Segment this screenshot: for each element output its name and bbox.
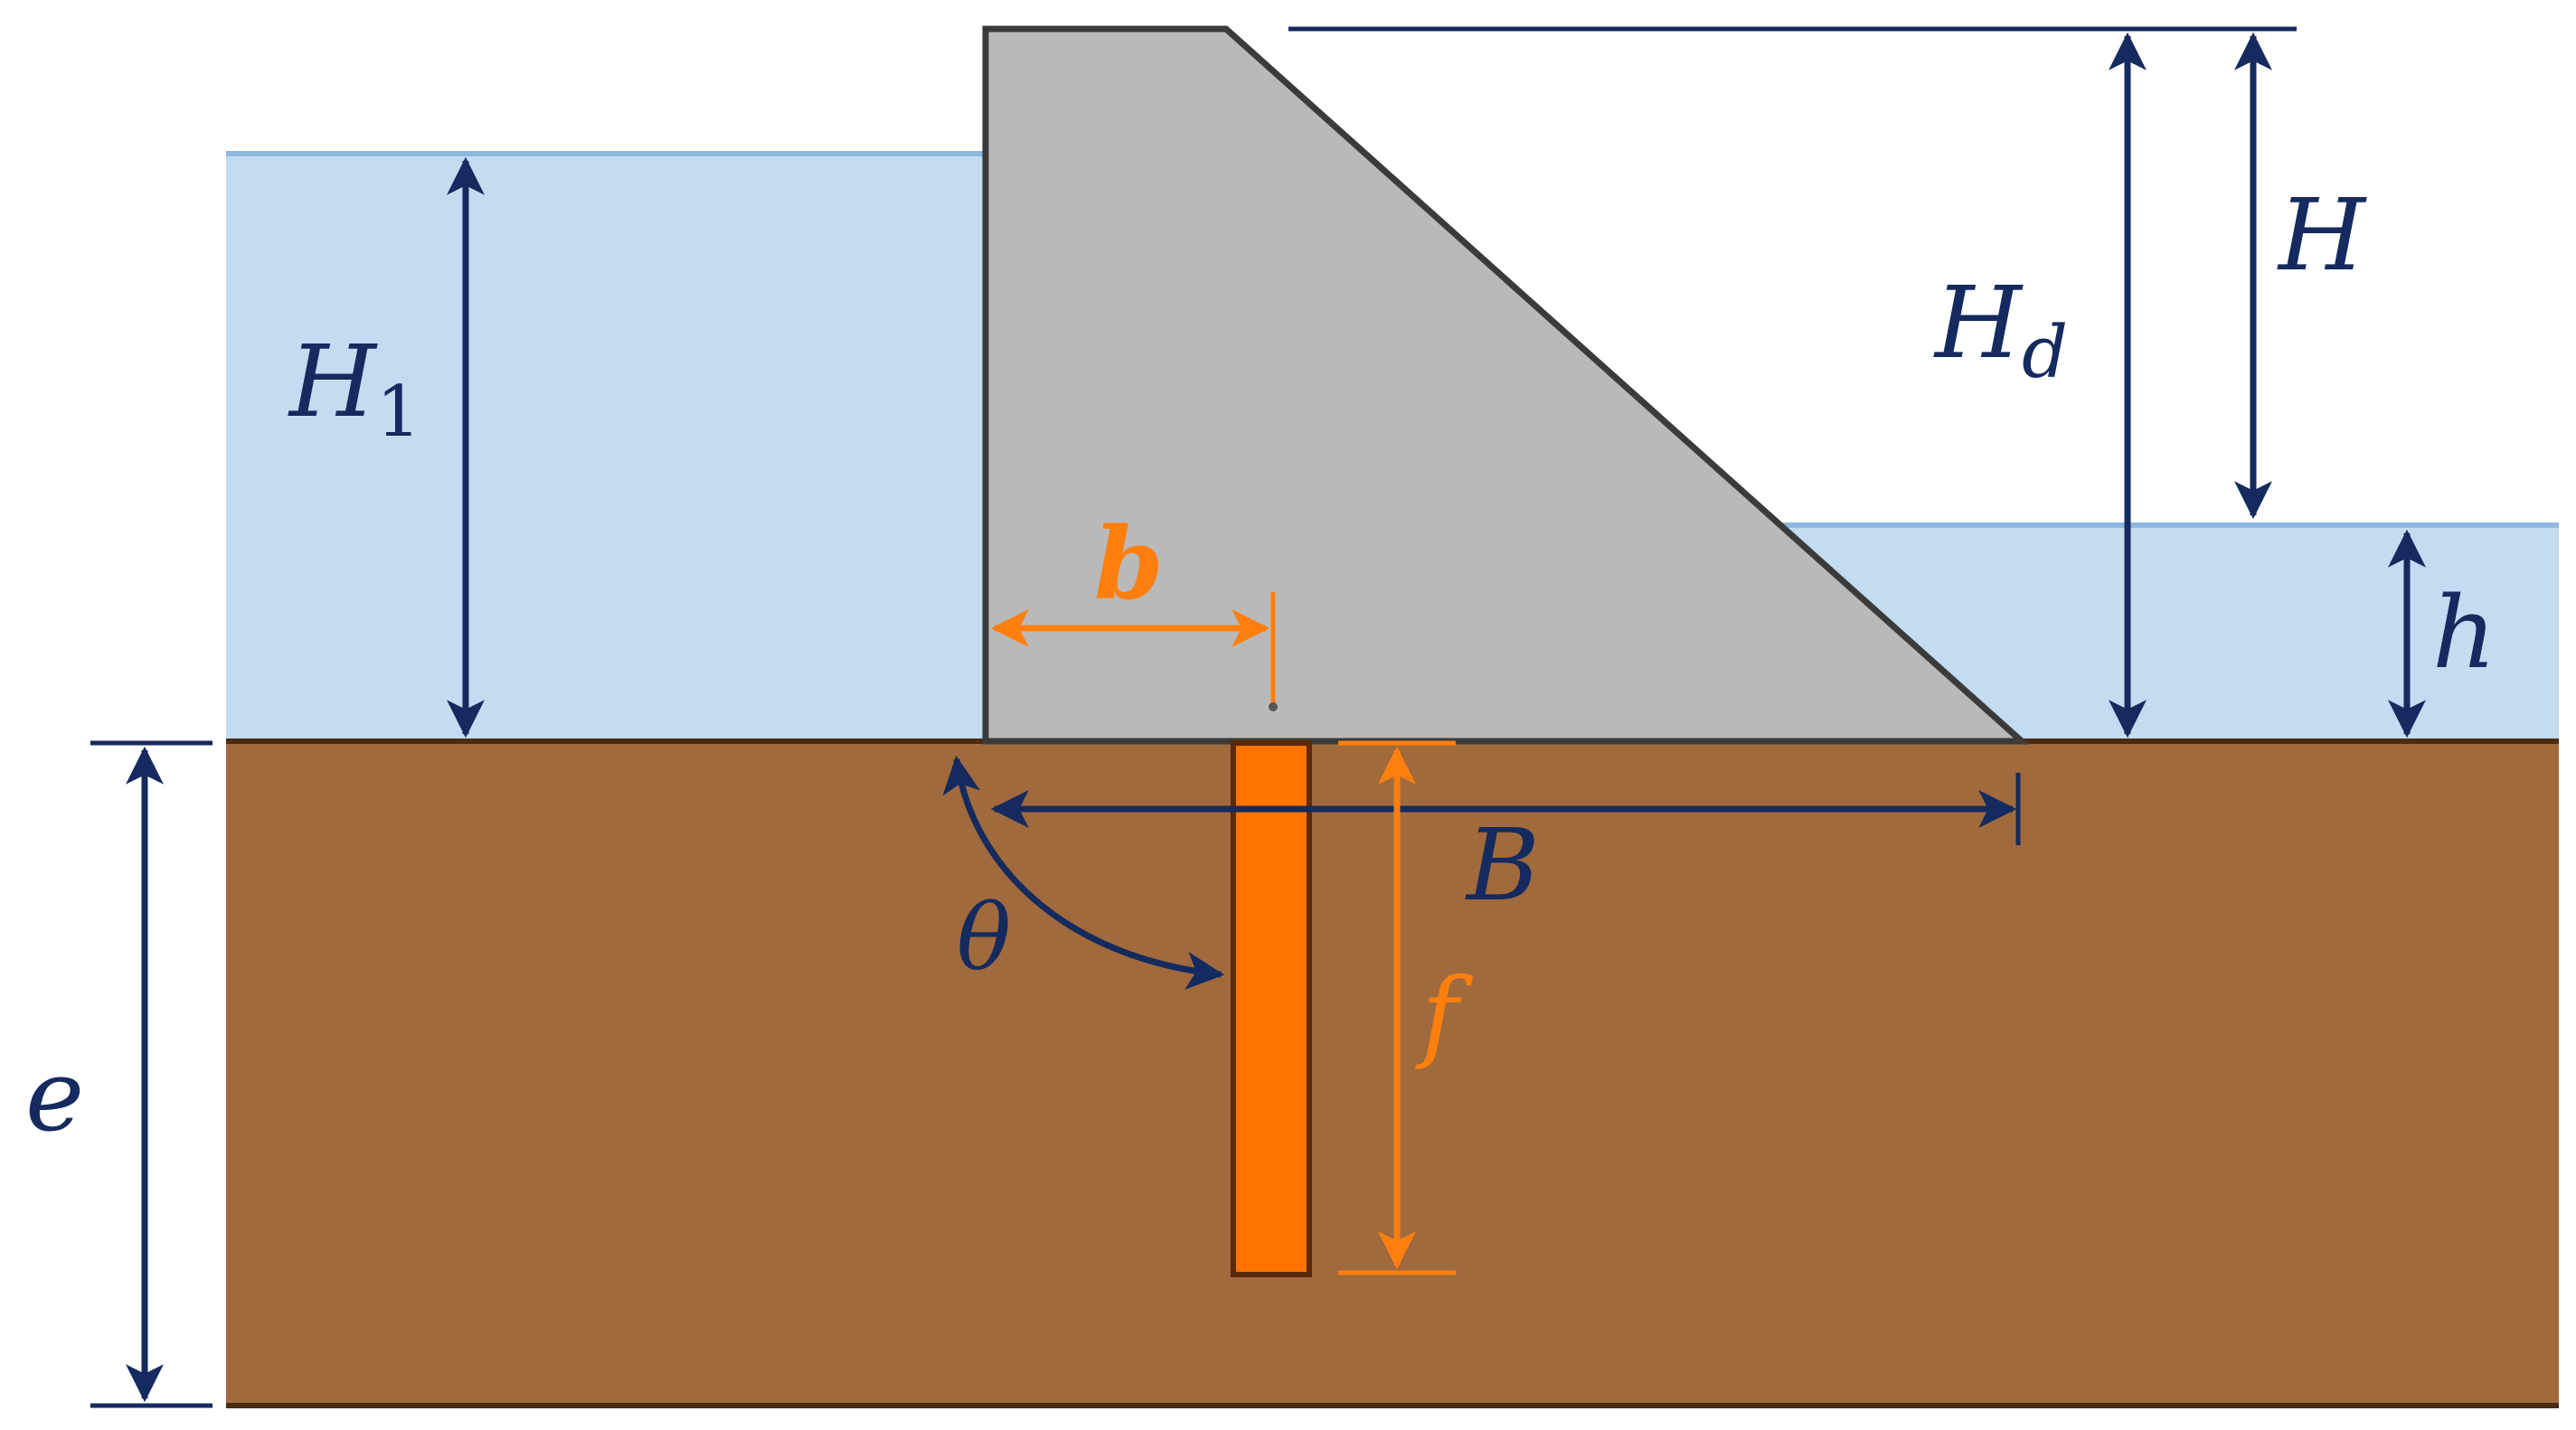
e-label: e: [25, 1038, 84, 1153]
Hd-label: Hd: [1933, 265, 2068, 394]
soil-foundation: [226, 741, 2559, 1406]
gravity-dam: [982, 25, 2031, 745]
H1-label: H1: [288, 324, 421, 453]
b-extension-dot: [1269, 702, 1278, 711]
cutoff-wall: [1231, 740, 1312, 1277]
B-label: B: [1465, 807, 1540, 923]
upstream-water: [226, 152, 986, 741]
h-label: h: [2432, 575, 2496, 691]
theta-label: θ: [957, 885, 1011, 991]
theta-angle-arc: [942, 755, 1225, 990]
b-label: b: [1094, 505, 1164, 622]
H-label: H: [2277, 177, 2367, 293]
